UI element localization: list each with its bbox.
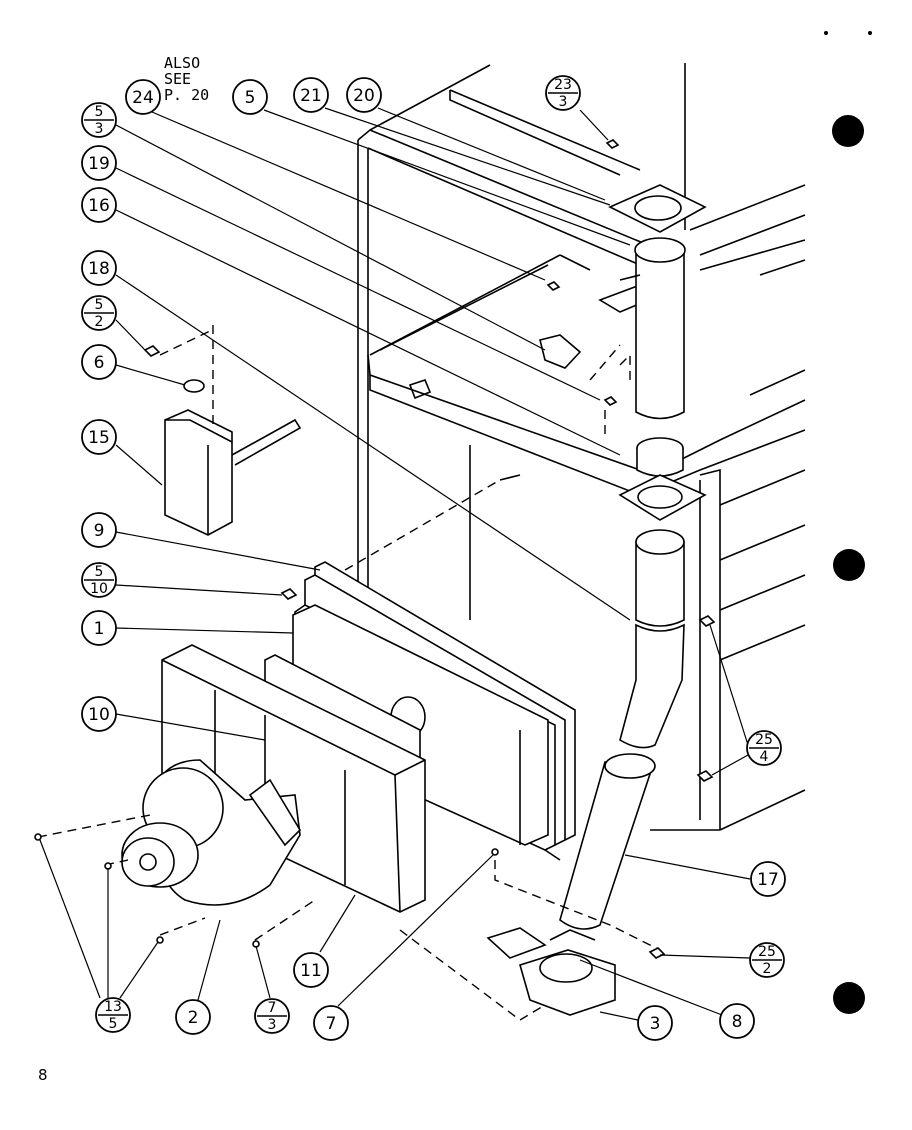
callout-circle <box>175 999 211 1035</box>
callout-c17: 17 <box>750 861 786 897</box>
note-line-1: ALSO <box>164 54 200 72</box>
vent-pipe-lower <box>559 529 685 930</box>
binder-hole-top <box>832 115 864 147</box>
callout-label: 24 <box>132 88 154 108</box>
callout-label-top: 7 <box>268 1000 277 1016</box>
callout-c13-5: 135 <box>95 997 131 1033</box>
callout-c9: 9 <box>81 512 117 548</box>
callout-label-bottom: 2 <box>763 961 772 977</box>
callout-c21: 21 <box>293 77 329 113</box>
callout-label: 19 <box>88 154 110 174</box>
callout-label-top: 23 <box>554 77 572 93</box>
callout-c24: 24 <box>125 79 161 115</box>
callout-label: 16 <box>88 196 110 216</box>
callout-circle <box>346 77 382 113</box>
callout-c11: 11 <box>293 952 329 988</box>
callout-circle <box>293 952 329 988</box>
callout-circle <box>750 861 786 897</box>
callout-c16: 16 <box>81 187 117 223</box>
base-collar <box>486 927 616 1016</box>
callout-c8: 8 <box>719 1003 755 1039</box>
callout-c18: 18 <box>81 250 117 286</box>
callout-label-bottom: 3 <box>268 1017 277 1033</box>
callout-c5a: 5 <box>232 79 268 115</box>
callout-label: 10 <box>88 705 110 725</box>
cabinet-frame <box>357 63 806 861</box>
callout-c25-4: 254 <box>746 730 782 766</box>
leader-lines <box>39 107 751 1021</box>
callout-c23-3: 233 <box>545 75 581 111</box>
callout-c15: 15 <box>81 419 117 455</box>
callout-c10: 10 <box>81 696 117 732</box>
callout-label: 18 <box>88 259 110 279</box>
callout-circle <box>81 419 117 455</box>
callout-circle <box>81 187 117 223</box>
callout-label-top: 5 <box>95 564 104 580</box>
callout-label-bottom: 5 <box>109 1016 118 1032</box>
callout-label: 9 <box>94 521 105 541</box>
callout-label-bottom: 10 <box>90 581 108 597</box>
fasteners <box>34 139 716 959</box>
callout-label-bottom: 4 <box>760 749 769 765</box>
callout-circle <box>293 77 329 113</box>
callout-label: 6 <box>94 353 105 373</box>
page-number: 8 <box>38 1066 48 1084</box>
callout-c7-3: 73 <box>254 998 290 1034</box>
callout-c2: 2 <box>175 999 211 1035</box>
see-also-note: ALSO SEE P. 20 <box>164 54 209 104</box>
callout-c6: 6 <box>81 344 117 380</box>
callout-circle <box>719 1003 755 1039</box>
callout-circle <box>81 696 117 732</box>
callout-c3: 3 <box>637 1005 673 1041</box>
callout-label-top: 13 <box>104 999 122 1015</box>
callout-label: 3 <box>650 1014 661 1034</box>
callout-label-bottom: 3 <box>559 94 568 110</box>
callout-circle <box>81 145 117 181</box>
callout-label: 21 <box>300 86 322 106</box>
callout-label-top: 5 <box>95 297 104 313</box>
callout-circle <box>81 250 117 286</box>
vent-pipe-upper <box>608 184 707 420</box>
callout-c25-2: 252 <box>749 942 785 978</box>
callout-label-top: 25 <box>758 944 776 960</box>
callout-label: 11 <box>300 961 322 981</box>
callout-label-bottom: 3 <box>95 121 104 137</box>
callout-circle <box>81 344 117 380</box>
callout-c19: 19 <box>81 145 117 181</box>
callout-c1: 1 <box>81 610 117 646</box>
callout-circle <box>637 1005 673 1041</box>
corner-dot <box>824 31 828 35</box>
note-line-2: SEE <box>164 70 191 88</box>
vent-collar-middle <box>618 437 707 521</box>
note-line-3: P. 20 <box>164 86 209 104</box>
callout-circle <box>81 610 117 646</box>
callout-c5-3: 53 <box>81 102 117 138</box>
callout-circle <box>125 79 161 115</box>
callout-c5-10: 510 <box>81 562 117 598</box>
callout-circle <box>232 79 268 115</box>
callout-label-top: 5 <box>95 104 104 120</box>
callout-label-top: 25 <box>755 732 773 748</box>
callout-label: 17 <box>757 870 779 890</box>
corner-dot <box>868 31 872 35</box>
callout-label-bottom: 2 <box>95 314 104 330</box>
callout-label: 7 <box>326 1014 337 1034</box>
callout-label: 8 <box>732 1012 743 1032</box>
binder-hole-bottom <box>833 982 865 1014</box>
callout-label: 1 <box>94 619 105 639</box>
callout-label: 15 <box>88 428 110 448</box>
binder-hole-middle <box>833 549 865 581</box>
callout-circle <box>313 1005 349 1041</box>
callout-label: 20 <box>353 86 375 106</box>
callout-c7: 7 <box>313 1005 349 1041</box>
callout-c20: 20 <box>346 77 382 113</box>
callout-circle <box>81 512 117 548</box>
callout-c5-2: 52 <box>81 295 117 331</box>
blower-motor <box>121 759 302 906</box>
callout-label: 2 <box>188 1008 199 1028</box>
callout-label: 5 <box>245 88 256 108</box>
drain-box <box>164 379 302 536</box>
